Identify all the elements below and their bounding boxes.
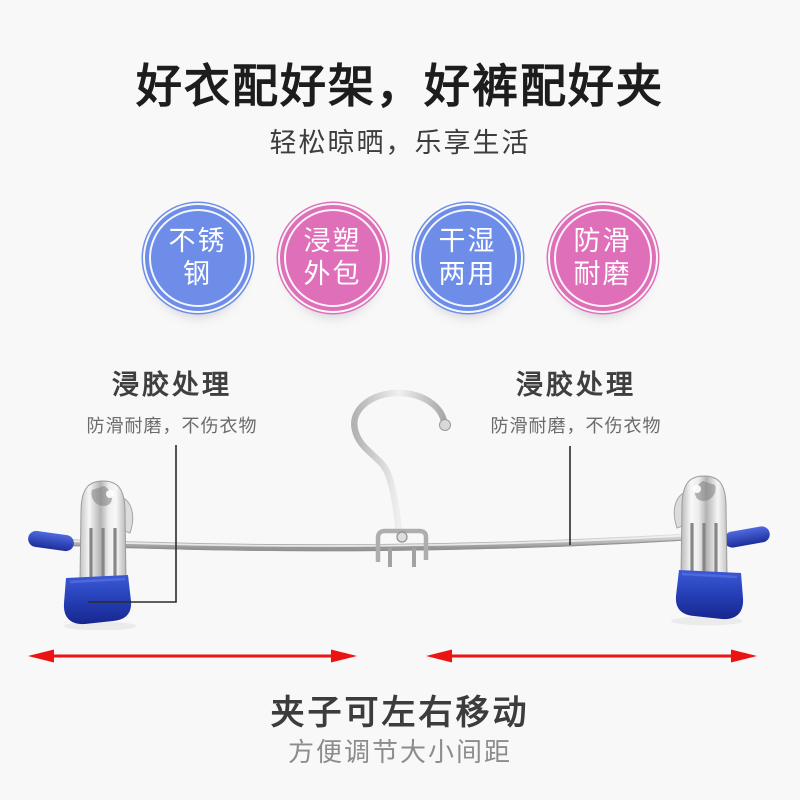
page-subtitle: 轻松晾晒，乐享生活 bbox=[269, 128, 531, 158]
bar-end-cap-left bbox=[28, 530, 74, 552]
badge-antislip: 防滑 耐磨 bbox=[549, 205, 656, 311]
hanger-product-image bbox=[28, 389, 770, 630]
footer-subtitle: 方便调节大小间距 bbox=[287, 737, 512, 767]
callout-left-subtitle: 防滑耐磨，不伤衣物 bbox=[86, 416, 258, 436]
badge-text: 两用 bbox=[438, 259, 497, 289]
right-clip bbox=[669, 474, 745, 628]
badge-text: 防滑 bbox=[573, 226, 632, 256]
callout-right-subtitle: 防滑耐磨，不伤衣物 bbox=[490, 416, 662, 436]
badge-dip-coated: 浸塑 外包 bbox=[279, 205, 386, 311]
bar-end-cap-right bbox=[724, 526, 770, 548]
hook-bracket bbox=[375, 528, 429, 567]
left-clip bbox=[62, 479, 138, 630]
hanger-hook bbox=[351, 389, 451, 538]
hanger-bar bbox=[33, 528, 765, 552]
feature-badges-row: 不锈 钢 浸塑 外包 干湿 两用 防滑 耐磨 bbox=[0, 205, 800, 311]
badge-text: 外包 bbox=[303, 259, 362, 289]
badge-text: 浸塑 bbox=[303, 226, 362, 256]
footer-title: 夹子可左右移动 bbox=[270, 694, 530, 732]
badge-text: 不锈 bbox=[168, 226, 227, 256]
callout-right-title: 浸胶处理 bbox=[516, 370, 636, 400]
badge-text: 耐磨 bbox=[573, 259, 632, 289]
double-arrow-left-icon bbox=[28, 649, 357, 663]
page-title: 好衣配好架，好裤配好夹 bbox=[136, 60, 664, 112]
badge-wet-dry-use: 干湿 两用 bbox=[414, 205, 521, 311]
callout-right: 浸胶处理 防滑耐磨，不伤衣物 bbox=[451, 363, 701, 438]
double-arrow-right-icon bbox=[426, 649, 757, 663]
badge-text: 钢 bbox=[183, 259, 212, 289]
slide-arrows bbox=[28, 649, 757, 663]
callout-line-left bbox=[88, 445, 177, 603]
badge-stainless-steel: 不锈 钢 bbox=[144, 205, 251, 311]
callout-left: 浸胶处理 防滑耐磨，不伤衣物 bbox=[47, 363, 297, 438]
callout-left-title: 浸胶处理 bbox=[112, 370, 232, 400]
badge-text: 干湿 bbox=[438, 226, 497, 256]
